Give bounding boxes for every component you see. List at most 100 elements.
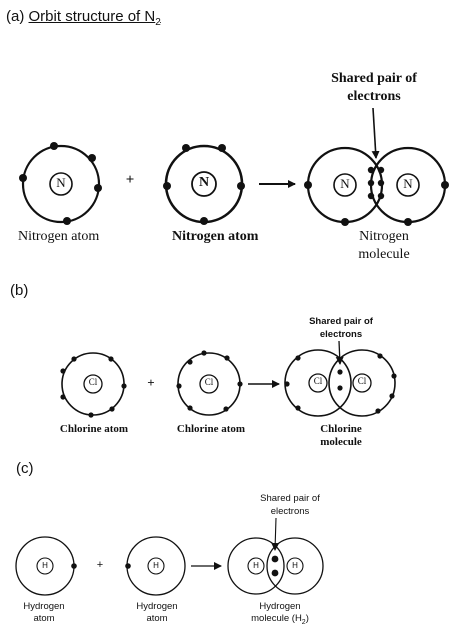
- shared-pair-label-line1: Shared pair of: [331, 71, 417, 86]
- electron: [182, 144, 190, 152]
- shared-pair-label-line1: Shared pair of: [260, 493, 320, 504]
- molecule-left-nucleus: [333, 173, 357, 197]
- hydrogen-atom-2-label-line1: Hydrogen: [136, 601, 178, 612]
- shared-electron: [337, 385, 343, 391]
- shared-pair-label-line2: electrons: [319, 329, 363, 340]
- electron: [94, 184, 102, 192]
- chlorine-atom-1-nucleus: [83, 374, 103, 394]
- electron: [237, 182, 245, 190]
- shared-pair-label-line2: electrons: [270, 506, 310, 517]
- molecule-right-nucleus: [286, 557, 304, 575]
- electron: [60, 394, 66, 400]
- electron: [441, 181, 449, 189]
- chlorine-atom-2-nucleus: [199, 374, 219, 394]
- electron: [237, 381, 243, 387]
- molecule-right-nucleus: [396, 173, 420, 197]
- electron: [377, 353, 383, 359]
- shared-electron: [377, 192, 385, 200]
- hydrogen-molecule-subscript: 2: [301, 618, 306, 626]
- electron: [391, 373, 397, 379]
- electron: [109, 406, 115, 412]
- electron: [88, 412, 94, 418]
- electron: [121, 383, 127, 389]
- electron: [304, 181, 312, 189]
- section-c-tag: (c): [16, 460, 34, 477]
- electron: [71, 356, 77, 362]
- electron: [63, 217, 71, 225]
- chlorine-atom-2-label: Chlorine atom: [176, 423, 246, 435]
- shared-pair-pointer: [371, 107, 380, 159]
- electron: [295, 405, 301, 411]
- electron: [50, 142, 58, 150]
- hydrogen-molecule-label-line2: molecule (H2): [251, 613, 309, 629]
- shared-electron: [377, 166, 385, 174]
- nucleus-label: N: [340, 176, 350, 191]
- hydrogen-molecule: [227, 517, 324, 595]
- hydrogen-atom-2: [125, 536, 186, 596]
- hydrogen-atom-1-label-line1: Hydrogen: [23, 601, 65, 612]
- section-a-title-subscript: 2: [155, 17, 161, 28]
- plus-sign: +: [125, 172, 135, 188]
- hydrogen-molecule-label-close: ): [305, 613, 309, 624]
- nitrogen-atom-1: [19, 142, 102, 225]
- electron: [341, 218, 349, 226]
- hydrogen-atom-1: [15, 536, 77, 596]
- section-a-title-text: Orbit structure of N: [28, 8, 156, 25]
- nitrogen-molecule-label-line1: Nitrogen: [359, 229, 409, 244]
- chlorine-atom-1-label: Chlorine atom: [59, 423, 129, 435]
- overlap-region: [329, 350, 351, 416]
- chlorine-atom-2: [176, 350, 243, 416]
- section-a-title: Orbit structure of N2: [28, 8, 161, 28]
- plus-sign: +: [147, 375, 155, 390]
- electron: [201, 350, 207, 356]
- nucleus-label: H: [253, 561, 259, 570]
- nucleus-label: Cl: [204, 377, 214, 387]
- shared-electron: [367, 192, 375, 200]
- molecule-left-shell: [227, 537, 285, 595]
- electron: [19, 174, 27, 182]
- hydrogen-atom-1-nucleus: [36, 557, 54, 575]
- section-a-tag: (a): [6, 8, 25, 25]
- electron: [71, 563, 77, 569]
- shared-electron: [337, 369, 343, 375]
- electron: [163, 182, 171, 190]
- electron: [295, 355, 301, 361]
- nitrogen-atom-2: [163, 144, 245, 225]
- molecule-right-shell: [328, 349, 396, 417]
- nucleus-label: Cl: [357, 376, 367, 386]
- nucleus-label: N: [198, 175, 210, 190]
- electron: [375, 408, 381, 414]
- hydrogen-molecule-label-text: molecule (H: [251, 613, 302, 624]
- electron: [187, 359, 193, 365]
- shared-pair-pointer: [271, 517, 280, 551]
- nitrogen-molecule-label-line2: molecule: [358, 247, 410, 262]
- molecule-right-shell: [266, 537, 324, 595]
- electron: [218, 144, 226, 152]
- nucleus-label: H: [153, 561, 159, 570]
- electron: [187, 405, 193, 411]
- hydrogen-atom-2-label-line2: atom: [146, 613, 168, 624]
- nucleus-label: Cl: [313, 376, 323, 386]
- shared-pair-label-line2: electrons: [347, 89, 401, 104]
- nucleus-label: H: [42, 561, 48, 570]
- electron: [88, 154, 96, 162]
- nucleus-label: Cl: [88, 377, 98, 387]
- nitrogen-atom-1-shell: [21, 144, 101, 224]
- electron: [200, 217, 208, 225]
- hydrogen-atom-1-label-line2: atom: [33, 613, 55, 624]
- section-b-tag: (b): [10, 282, 29, 299]
- nitrogen-molecule: [304, 107, 449, 226]
- chlorine-molecule-label-line2: molecule: [320, 436, 362, 448]
- shared-electron: [377, 179, 385, 187]
- electron: [108, 356, 114, 362]
- shared-electron: [367, 179, 375, 187]
- nitrogen-atom-1-label: Nitrogen atom: [18, 229, 100, 244]
- shared-electron: [367, 166, 375, 174]
- electron: [60, 368, 66, 374]
- electron: [176, 383, 182, 389]
- nucleus-label: N: [403, 176, 413, 191]
- shared-pair-label-line1: Shared pair of: [309, 316, 373, 327]
- nucleus-label: H: [292, 561, 298, 570]
